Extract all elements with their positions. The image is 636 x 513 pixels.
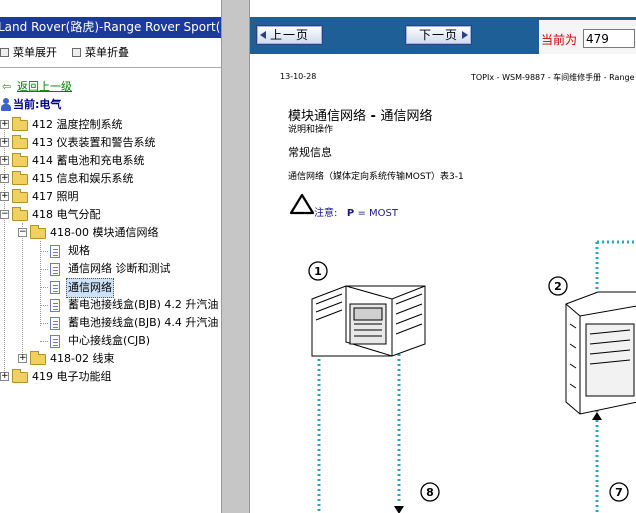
doc-table-caption: 通信网络（媒体定向系统传输MOST）表3-1 xyxy=(288,172,464,182)
current-page-label: 当前为 xyxy=(541,33,578,47)
svg-text:1: 1 xyxy=(314,265,322,278)
document-icon xyxy=(50,335,60,348)
callout-2: 2 xyxy=(548,276,568,296)
doc-note: 注意: P = MOST xyxy=(314,208,398,219)
doc-header: TOPIx - WSM-9887 - 车间维修手册 - Range xyxy=(471,73,635,82)
folder-icon xyxy=(12,171,28,185)
current-page-box: 当前为 xyxy=(539,20,636,54)
folder-icon xyxy=(12,135,28,149)
left-arrow-icon xyxy=(260,31,266,39)
document-view: 13-10-28 TOPIx - WSM-9887 - 车间维修手册 - Ran… xyxy=(250,54,636,513)
document-icon xyxy=(50,299,60,312)
expand-toggle-icon[interactable]: + xyxy=(0,119,9,129)
current-location-icon xyxy=(0,98,11,111)
collapse-toggle-icon[interactable]: − xyxy=(0,209,9,219)
folder-icon xyxy=(12,117,28,131)
module-1-illustration xyxy=(311,285,426,357)
expand-menu-button[interactable]: 菜单展开 xyxy=(0,45,57,61)
document-pane: 上一页 下一页 当前为 13-10-28 TOPIx - WSM-9887 - … xyxy=(249,0,636,513)
svg-text:2: 2 xyxy=(554,280,562,293)
left-pane-title: Land Rover(路虎)-Range Rover Sport(揽胜) xyxy=(0,17,221,38)
right-arrow-icon xyxy=(462,31,468,39)
document-icon xyxy=(50,245,60,258)
page-navigation-bar: 上一页 下一页 当前为 xyxy=(250,17,636,54)
expand-icon xyxy=(0,48,9,57)
doc-section-heading: 常规信息 xyxy=(288,146,332,159)
tree-connector xyxy=(4,123,5,379)
doc-subtitle: 说明和操作 xyxy=(288,125,334,135)
collapse-menu-button[interactable]: 菜单折叠 xyxy=(72,45,129,61)
next-page-button[interactable]: 下一页 xyxy=(405,25,472,45)
back-arrow-icon: ⇦ xyxy=(2,80,12,93)
doc-title: 模块通信网络 - 通信网络 xyxy=(288,109,433,124)
collapse-toggle-icon[interactable]: − xyxy=(18,227,27,237)
callout-7: 7 xyxy=(609,482,629,502)
collapse-icon xyxy=(72,48,81,57)
callout-1: 1 xyxy=(308,261,328,281)
doc-date: 13-10-28 xyxy=(280,72,317,81)
expand-toggle-icon[interactable]: + xyxy=(0,155,9,165)
warning-triangle-icon xyxy=(289,193,315,215)
pane-splitter[interactable] xyxy=(222,0,249,513)
tree-connector xyxy=(40,241,41,326)
current-page-input[interactable] xyxy=(583,29,635,48)
document-icon xyxy=(50,263,60,276)
document-icon xyxy=(50,317,60,330)
folder-icon xyxy=(12,369,28,383)
expand-toggle-icon[interactable]: + xyxy=(0,191,9,201)
svg-text:7: 7 xyxy=(615,486,623,499)
previous-page-button[interactable]: 上一页 xyxy=(256,25,323,45)
tree-pane: Land Rover(路虎)-Range Rover Sport(揽胜) 菜单展… xyxy=(0,0,222,513)
expand-toggle-icon[interactable]: + xyxy=(0,173,9,183)
network-diagram: 1 2 8 7 xyxy=(308,240,636,513)
folder-icon xyxy=(12,189,28,203)
tree-toolbar: 菜单展开 菜单折叠 xyxy=(0,40,221,68)
tree-connector xyxy=(22,223,23,361)
module-2-illustration xyxy=(565,291,636,415)
folder-icon xyxy=(12,153,28,167)
expand-toggle-icon[interactable]: + xyxy=(0,137,9,147)
document-icon xyxy=(50,281,60,294)
expand-toggle-icon[interactable]: + xyxy=(0,371,9,381)
callout-8: 8 xyxy=(420,482,440,502)
svg-text:8: 8 xyxy=(426,486,434,499)
folder-open-icon xyxy=(30,225,46,239)
folder-icon xyxy=(30,351,46,365)
expand-toggle-icon[interactable]: + xyxy=(18,353,27,363)
folder-open-icon xyxy=(12,207,28,221)
